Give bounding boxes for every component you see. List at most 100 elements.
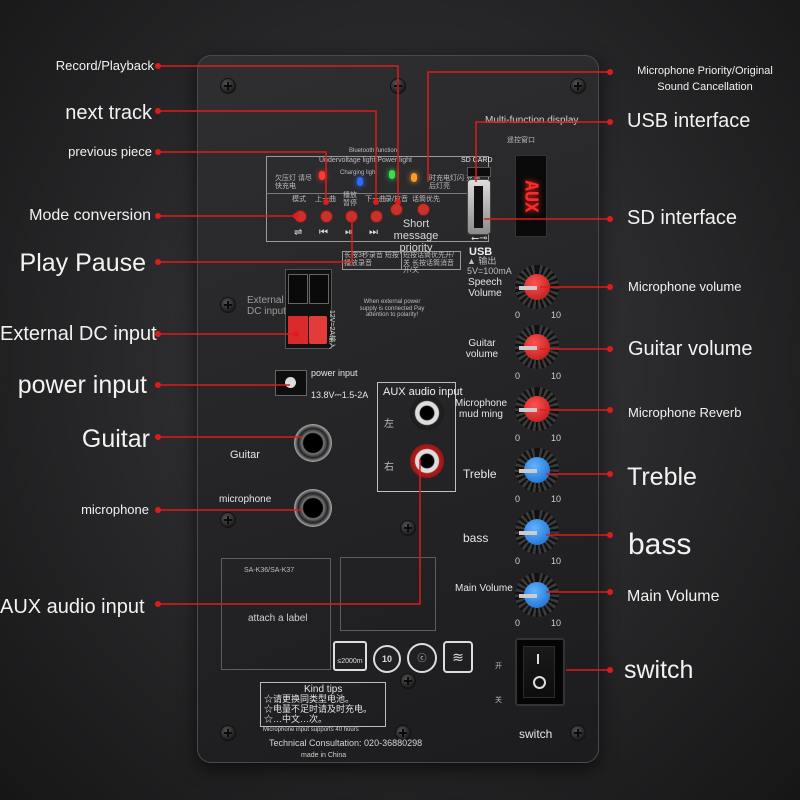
tick-min: 0 [515,310,521,320]
callout-bass: bass [628,528,692,561]
polarity-note: When external power supply is connected … [359,299,425,319]
tick-max: 10 [551,494,562,504]
heat-warning-icon: ≋ [443,641,473,673]
tick-min: 0 [515,494,521,504]
screw-icon [400,673,416,689]
tick-min: 0 [515,618,521,628]
sd-card-slot[interactable] [467,167,491,177]
technical-consultation: Technical Consultation: 020-36880298 [269,738,423,748]
altitude-cert-icon: ≤2000m [333,641,367,671]
mode-icon: ⇌ [294,227,303,238]
callout-aux-audio-input: AUX audio input [0,596,145,618]
power-jack[interactable] [275,370,307,396]
callout-microphone-reverb: Microphone Reverb [628,405,742,420]
multi-function-display-label: Multi-function display [485,115,579,126]
charging-light-label: Charging light [340,170,378,176]
bluetooth-led [389,170,395,179]
tick-min: 0 [515,556,521,566]
power-switch[interactable] [515,638,565,706]
tips-line-3: ☆…中文…次。 [264,714,328,724]
callout-mic-priority: Microphone Priority/Original Sound Cance… [637,65,773,93]
main-volume-knob-label: Main Volume [455,583,513,594]
screw-icon [400,520,416,536]
short-press-note: 短按话筒优先开/关 长按话筒消音开/关 [403,252,454,275]
tick-min: 0 [515,371,521,381]
callout-guitar-volume: Guitar volume [628,338,753,360]
aux-right-label: 右 [384,462,394,473]
power-led [357,177,363,186]
usb-symbol-icon: ⭠⊸ [471,233,488,244]
mode-button[interactable] [294,210,307,223]
eco-10-cert-icon: 10 [373,645,401,673]
callout-external-dc-input: External DC input [0,323,157,345]
long-press-note: 长按3秒录音 短按播放录音 [344,252,399,267]
divider [266,193,487,194]
dc-input-terminal[interactable] [285,269,332,349]
callout-usb-interface: USB interface [627,110,751,132]
play-pause-button[interactable] [345,210,358,223]
aux-left-jack[interactable] [410,396,444,430]
btn-prev-label: 上一曲 [315,196,336,203]
callout-main-volume: Main Volume [627,588,720,605]
tick-max: 10 [551,433,562,443]
aux-right-jack[interactable] [410,444,444,478]
mic-priority-button[interactable] [417,203,430,216]
microphone-volume-knob[interactable] [515,265,559,309]
record-playback-button[interactable] [390,203,403,216]
dc-spec-label: 12V=2A输入 [328,310,335,350]
short-press-note-box [401,251,461,270]
guitar-volume-knob[interactable] [515,325,559,369]
main-volume-knob[interactable] [515,573,559,617]
treble-knob-label: Treble [463,467,497,481]
screw-icon [390,78,406,94]
next-button[interactable] [370,210,383,223]
btn-mode-label: 模式 [292,196,306,203]
callout-sd-interface: SD interface [627,207,738,229]
treble-knob[interactable] [515,448,559,492]
callout-record-playback: Record/Playback [55,58,154,73]
speech-volume-label: Speech Volume [468,277,502,299]
microphone-jack[interactable] [294,489,332,527]
guitar-jack[interactable] [294,424,332,462]
charging-led [411,173,417,182]
switch-off-label: 关 [495,697,502,704]
display-text: AUX [520,180,542,213]
screw-icon [220,512,236,528]
made-in-china: made in China [301,752,347,759]
microphone-reverb-knob[interactable] [515,387,559,431]
tips-en: Microphone input supports 40 hours [263,727,359,733]
undervoltage-power-label: Undervoltage light Power light [319,157,412,164]
btn-priority-label: 话筒优先 [412,196,440,203]
previous-button[interactable] [320,210,333,223]
kind-tips-label: Kind tips [304,684,343,695]
power-input-label: power input [311,368,358,378]
screw-icon [220,78,236,94]
screw-icon [570,78,586,94]
aux-left-label: 左 [384,419,394,430]
callout-play-pause: Play Pause [19,249,146,277]
tick-max: 10 [551,618,562,628]
amplifier-panel: Bluetooth function Undervoltage light Po… [197,55,599,763]
tips-box [260,682,386,727]
mic-muddying-label: Microphone mud ming [454,398,508,420]
remote-window-label: 遥控窗口 [507,137,535,144]
guitar-volume-label: Guitar volume [465,338,499,360]
next-icon: ⏭ [369,227,378,238]
usb-port[interactable] [467,179,491,235]
tips-line-1: ☆请更换同类型电池。 [264,694,355,704]
switch-on-label: 开 [495,663,502,670]
label-area-2 [340,557,436,631]
bass-knob[interactable] [515,510,559,554]
tick-min: 0 [515,433,521,443]
tips-line-2: ☆电量不足时请及时充电。 [264,704,373,714]
usb-output-label: ▲ 输出 5V=100mA [467,256,512,276]
undervoltage-cn-label: 欠压灯 请尽快充电 [275,175,312,190]
callout-microphone-volume: Microphone volume [628,279,742,294]
screw-icon [570,725,586,741]
bass-knob-label: bass [463,531,489,545]
bluetooth-function-label: Bluetooth function [349,148,398,154]
callout-mode-conversion: Mode conversion [29,207,151,224]
sd-card-label: SD CARD [461,157,493,164]
previous-icon: ⏮ [319,227,328,238]
